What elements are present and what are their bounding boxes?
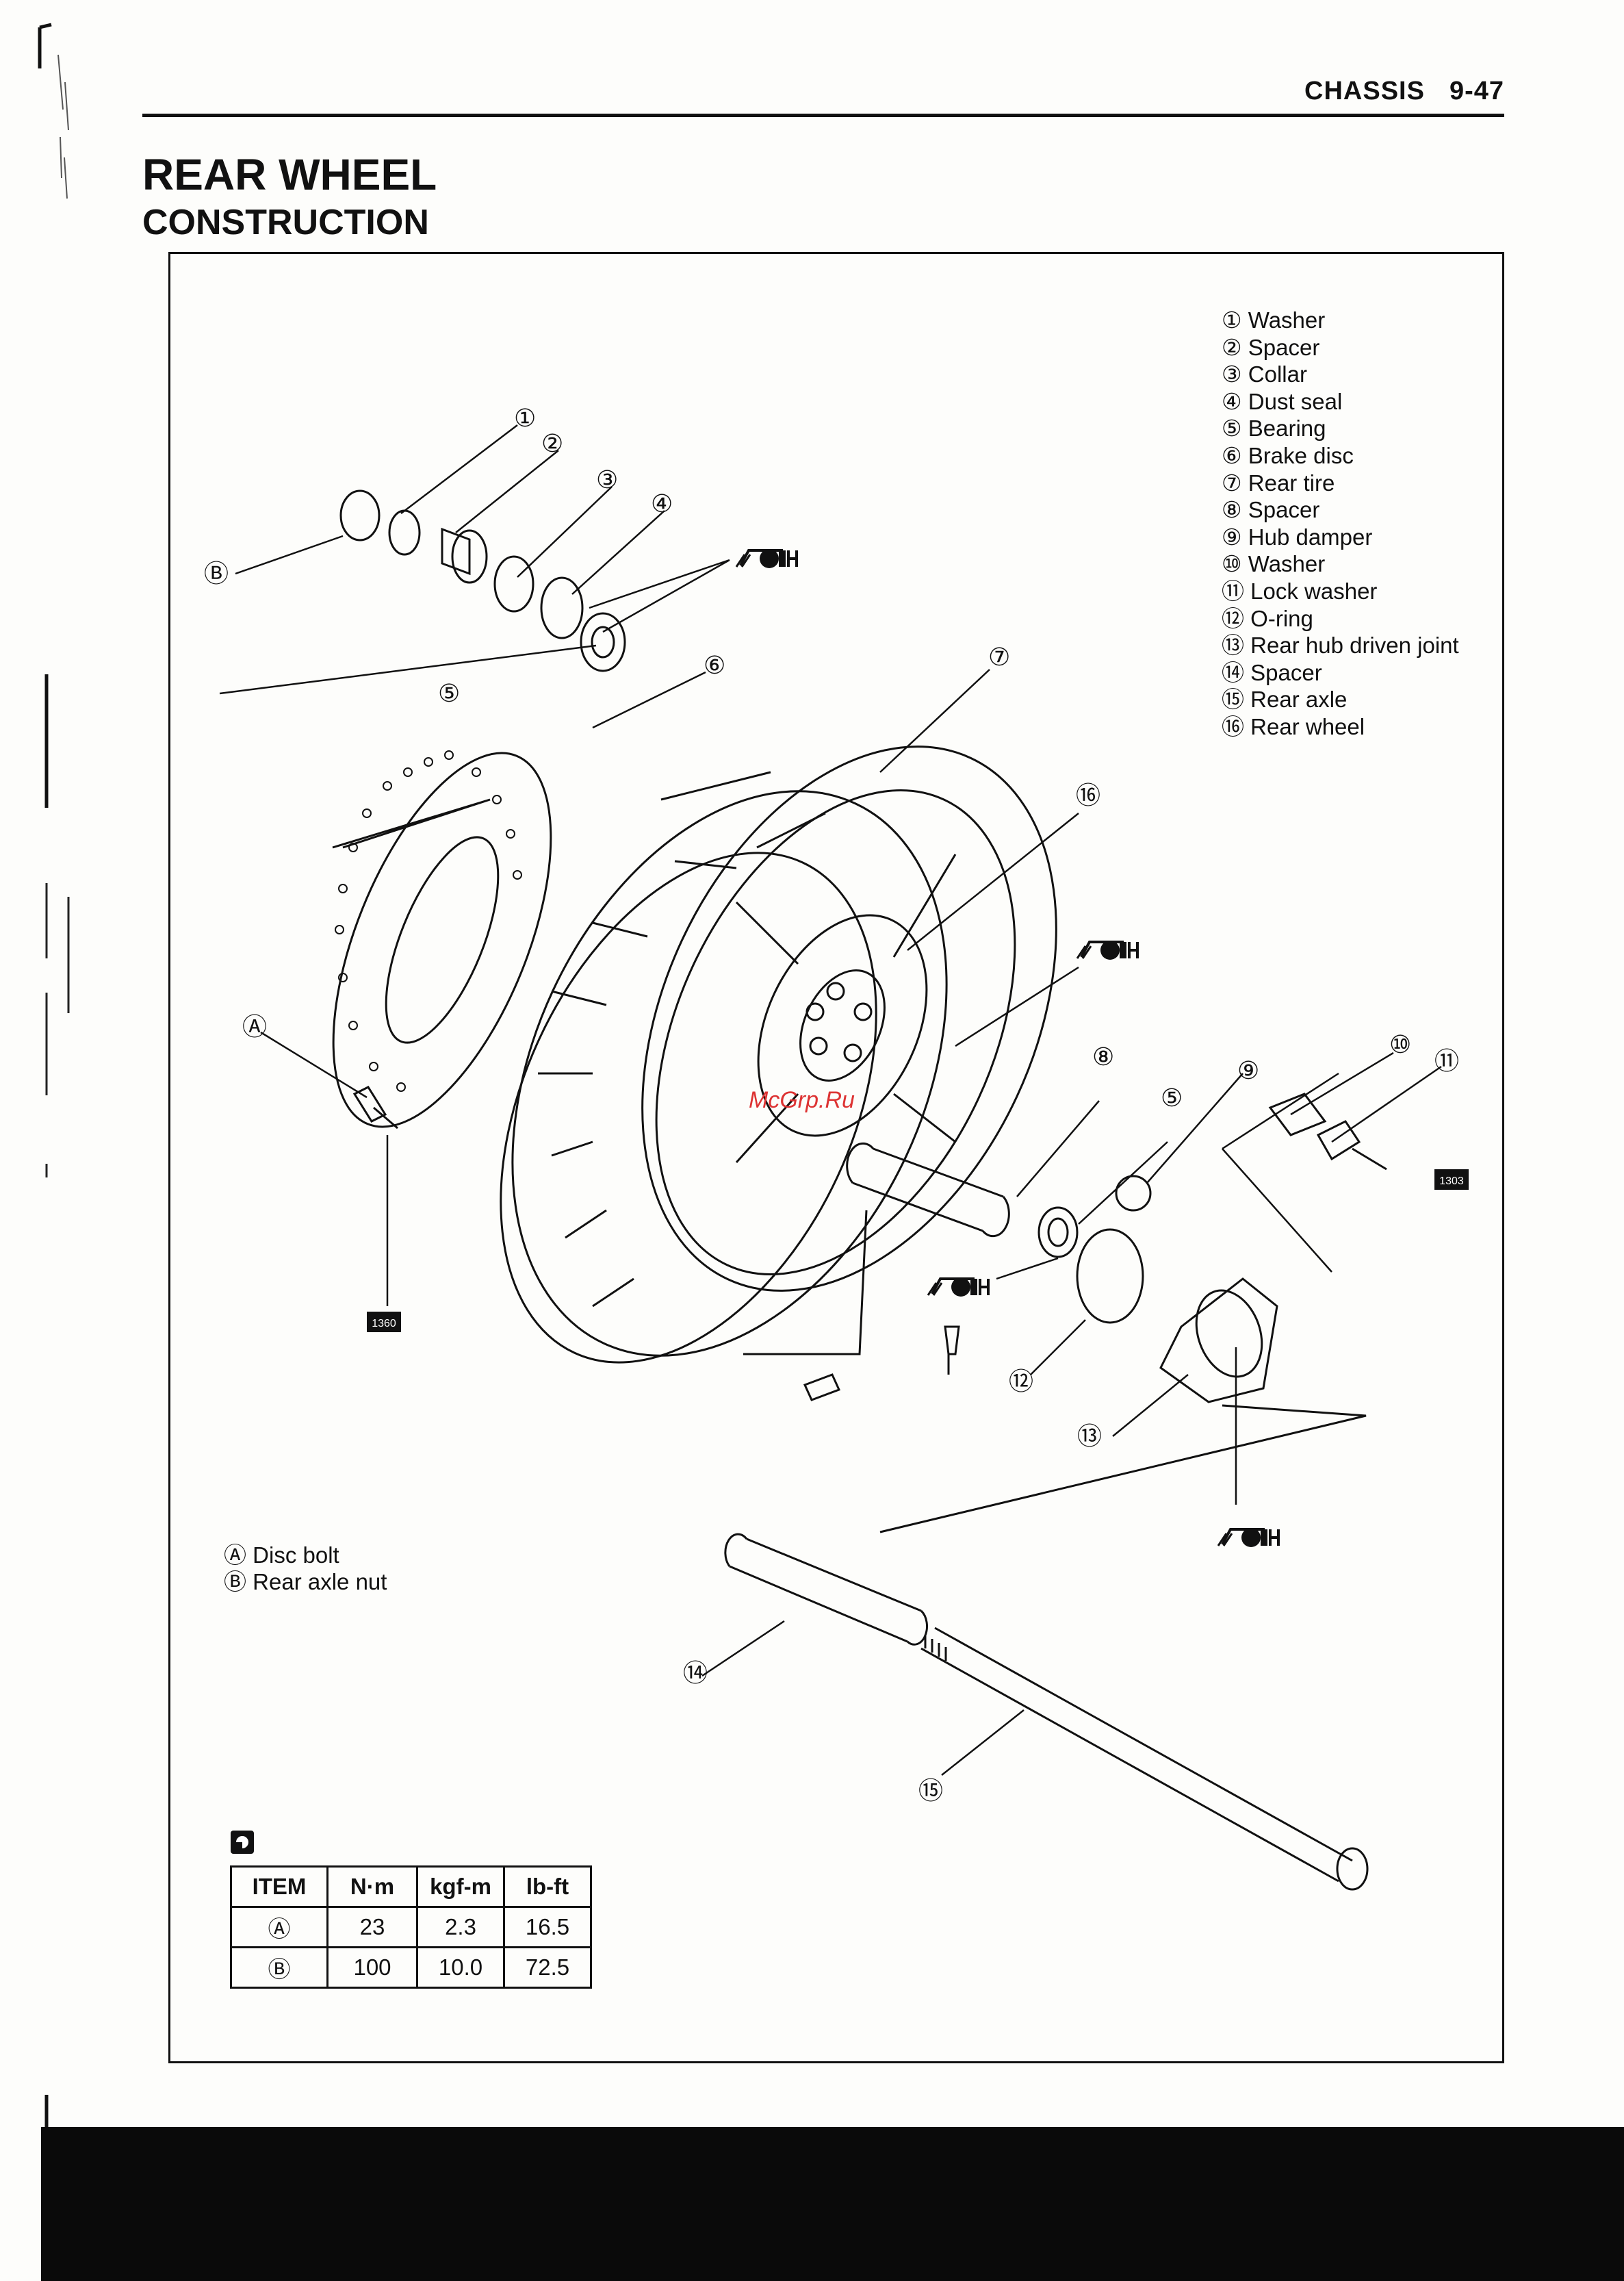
washer-10-drawing: [1268, 1093, 1327, 1136]
spacer-2-drawing: [441, 527, 471, 576]
callout-15: ⑮: [918, 1776, 943, 1805]
torque-wrench-icon: [231, 1831, 254, 1854]
callout-5b: ⑤: [1161, 1084, 1183, 1112]
exploded-diagram: 1360 1303 ① ② ③ ④ ⑤ ⑥ ⑦ ⑯ ⑧ ⑤ ⑨ ⑩ ⑪ ⑫ ⑬ …: [204, 404, 1469, 1891]
legend-item: ② Spacer: [1222, 334, 1320, 360]
driven-joint-drawing: [1159, 1277, 1278, 1403]
callout-7: ⑦: [988, 643, 1010, 671]
legend-item: ⑦ Rear tire: [1222, 470, 1335, 496]
legend-item: ⑤ Bearing: [1222, 416, 1326, 442]
callout-14: ⑭: [683, 1659, 708, 1687]
col-nm: N·m: [326, 1865, 418, 1908]
callout-12: ⑫: [1009, 1367, 1033, 1395]
rear-axle-drawing: [920, 1627, 1369, 1891]
torque-legend: Ⓐ Disc bolt Ⓑ Rear axle nut: [224, 1542, 387, 1595]
callout-11: ⑪: [1434, 1047, 1459, 1075]
legend-axle-nut: Ⓑ Rear axle nut: [224, 1569, 387, 1594]
page-subtitle: CONSTRUCTION: [142, 203, 429, 242]
legend-item: ⑨ Hub damper: [1222, 524, 1373, 550]
page-header: CHASSIS 9-47: [1280, 77, 1504, 106]
scan-bottom-bar: [41, 2127, 1624, 2281]
callout-1: ①: [514, 404, 536, 432]
callout-10: ⑩: [1389, 1030, 1411, 1058]
callout-9: ⑨: [1237, 1056, 1259, 1084]
bearing-5-drawing: [1037, 1206, 1079, 1258]
disc-bolt-drawing: [352, 1086, 398, 1130]
brake-disc-drawing: [332, 752, 552, 1128]
col-kgfm: kgf-m: [416, 1865, 505, 1908]
collar-drawing: [493, 555, 534, 613]
o-ring-drawing: [1076, 1228, 1144, 1324]
spacer-8-drawing: [846, 1142, 1010, 1238]
table-row: Ⓑ 100 10.0 72.5: [230, 1946, 592, 1989]
callout-5a: ⑤: [438, 679, 460, 707]
legend-item: ⑮ Rear axle: [1222, 687, 1348, 713]
thread-lock-1303-icon: 1303: [1434, 1169, 1469, 1190]
diagram-frame: [168, 252, 1504, 2063]
legend-item: ⑪ Lock washer: [1222, 578, 1378, 604]
header-rule: [142, 114, 1504, 117]
legend-item: ⑬ Rear hub driven joint: [1222, 633, 1459, 659]
callout-3: ③: [596, 466, 618, 494]
callout-4: ④: [651, 489, 673, 518]
col-item: ITEM: [230, 1865, 328, 1908]
table-row: Ⓐ 23 2.3 16.5: [230, 1906, 592, 1948]
callout-2: ②: [541, 429, 563, 457]
bearing-drawing: [580, 612, 626, 672]
legend-item: ④ Dust seal: [1222, 388, 1343, 414]
svg-text:1303: 1303: [1439, 1175, 1464, 1187]
lock-washer-drawing: [1316, 1120, 1361, 1161]
callout-16: ⑯: [1076, 781, 1100, 809]
watermark: McGrp.Ru: [749, 1087, 855, 1113]
washer-1-drawing: [388, 509, 421, 556]
legend-item: ⑩ Washer: [1222, 551, 1326, 577]
callout-6: ⑥: [704, 651, 725, 679]
legend-item: ⑧ Spacer: [1222, 497, 1320, 523]
col-lbft: lb-ft: [503, 1865, 592, 1908]
callout-A: Ⓐ: [242, 1012, 267, 1041]
legend-disc-bolt: Ⓐ Disc bolt: [224, 1542, 339, 1568]
scan-edge-marks: [38, 23, 70, 2129]
torque-table: ITEM N·m kgf-m lb-ft Ⓐ 23 2.3 16.5 Ⓑ 100…: [230, 1865, 592, 1989]
axle-nut-drawing: [339, 489, 381, 541]
page-number: 9-47: [1449, 77, 1504, 105]
legend-item: ① Washer: [1222, 307, 1326, 333]
svg-text:1360: 1360: [372, 1318, 396, 1329]
thread-lock-1360-icon: 1360: [367, 1312, 401, 1332]
hub-damper-drawing: [1115, 1175, 1152, 1212]
tire-valve-drawing: [944, 1325, 960, 1375]
section-name: CHASSIS: [1304, 77, 1425, 105]
rear-wheel-drawing: [735, 854, 957, 1164]
legend-item: ⑯ Rear wheel: [1222, 713, 1365, 739]
callout-8: ⑧: [1092, 1043, 1114, 1071]
rear-tire-drawing: [500, 746, 1057, 1364]
page-title: REAR WHEEL: [142, 150, 437, 199]
legend-item: ⑥ Brake disc: [1222, 442, 1354, 468]
legend-item: ⑫ O-ring: [1222, 605, 1313, 631]
balance-weight-drawing: [803, 1373, 841, 1401]
legend-item: ③ Collar: [1222, 361, 1307, 387]
callout-13: ⑬: [1077, 1422, 1102, 1450]
callout-B: Ⓑ: [204, 559, 229, 587]
spacer-14-drawing: [724, 1533, 928, 1646]
dust-seal-drawing: [540, 576, 584, 639]
legend-item: ⑭ Spacer: [1222, 659, 1322, 685]
